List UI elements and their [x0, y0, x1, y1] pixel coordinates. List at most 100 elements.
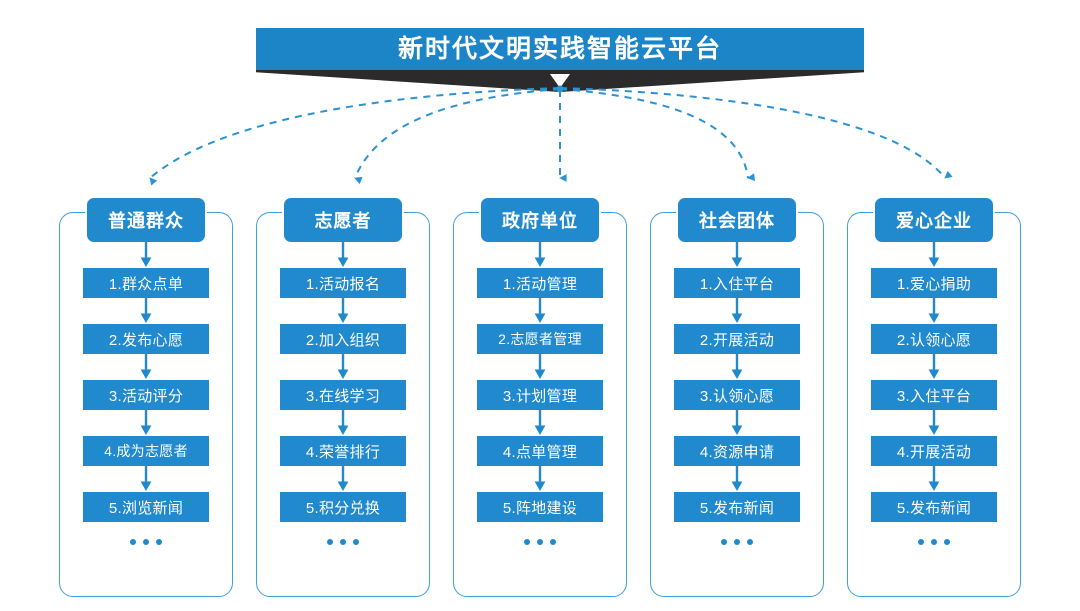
list-item[interactable]: 4.资源申请 [674, 436, 800, 466]
list-item[interactable]: 5.浏览新闻 [83, 492, 209, 522]
list-item[interactable]: 1.爱心捐助 [871, 268, 997, 298]
list-item[interactable]: 4.点单管理 [477, 436, 603, 466]
ellipsis-dot [130, 539, 136, 545]
column-header-volunteer[interactable]: 志愿者 [284, 198, 402, 242]
arrow-down-icon [336, 298, 350, 324]
list-item[interactable]: 3.在线学习 [280, 380, 406, 410]
ellipsis-dot [537, 539, 543, 545]
arrow-down-icon [336, 354, 350, 380]
arrow-down-icon [927, 298, 941, 324]
item-label: 2.志愿者管理 [498, 331, 582, 347]
arrow-down-icon [533, 466, 547, 492]
arrow-down-icon [139, 466, 153, 492]
list-item[interactable]: 1.群众点单 [83, 268, 209, 298]
list-item[interactable]: 4.荣誉排行 [280, 436, 406, 466]
list-item[interactable]: 5.发布新闻 [674, 492, 800, 522]
list-item[interactable]: 2.开展活动 [674, 324, 800, 354]
list-item[interactable]: 2.发布心愿 [83, 324, 209, 354]
ellipsis-dot [734, 539, 740, 545]
arrow-down-icon [139, 298, 153, 324]
column-ordinary-public: 普通群众 1.群众点单 2.发布心愿 3.活动评分 4.成为志愿者 5.浏览新闻 [59, 198, 233, 598]
arrow-down-icon [730, 354, 744, 380]
list-item[interactable]: 5.发布新闻 [871, 492, 997, 522]
list-item[interactable]: 2.志愿者管理 [477, 324, 603, 354]
arrow-down-icon [730, 298, 744, 324]
column-header-social-group[interactable]: 社会团体 [678, 198, 796, 242]
item-label: 3.认领心愿 [699, 387, 775, 405]
list-item[interactable]: 3.计划管理 [477, 380, 603, 410]
arrow-down-icon [730, 466, 744, 492]
arrow-down-icon [533, 298, 547, 324]
list-item[interactable]: 5.阵地建设 [477, 492, 603, 522]
list-item[interactable]: 2.认领心愿 [871, 324, 997, 354]
item-label: 4.点单管理 [502, 443, 578, 461]
arrow-down-icon [730, 410, 744, 436]
item-label: 3.活动评分 [108, 387, 184, 405]
ellipsis-dot [918, 539, 924, 545]
column-header-government-unit[interactable]: 政府单位 [481, 198, 599, 242]
more-items-ellipsis [918, 539, 950, 545]
column-header-charity-enterprise[interactable]: 爱心企业 [875, 198, 993, 242]
item-label: 3.入住平台 [896, 387, 972, 405]
arrow-down-icon [336, 466, 350, 492]
list-item[interactable]: 4.开展活动 [871, 436, 997, 466]
item-label: 2.发布心愿 [108, 331, 184, 349]
ellipsis-dot [931, 539, 937, 545]
item-label: 1.入住平台 [699, 275, 775, 293]
banner-bar: 新时代文明实践智能云平台 [256, 28, 864, 70]
arrow-down-icon [927, 354, 941, 380]
item-label: 4.开展活动 [896, 443, 972, 461]
ellipsis-dot [143, 539, 149, 545]
role-columns: 普通群众 1.群众点单 2.发布心愿 3.活动评分 4.成为志愿者 5.浏览新闻 [0, 198, 1080, 598]
item-label: 3.在线学习 [305, 387, 381, 405]
list-item[interactable]: 3.入住平台 [871, 380, 997, 410]
item-label: 1.活动报名 [305, 275, 381, 293]
column-volunteer: 志愿者 1.活动报名 2.加入组织 3.在线学习 4.荣誉排行 5.积分兑换 [256, 198, 430, 598]
column-header-label: 志愿者 [314, 211, 372, 231]
list-item[interactable]: 5.积分兑换 [280, 492, 406, 522]
arrow-down-icon [927, 242, 941, 268]
list-item[interactable]: 3.认领心愿 [674, 380, 800, 410]
more-items-ellipsis [524, 539, 556, 545]
ellipsis-dot [524, 539, 530, 545]
item-label: 1.爱心捐助 [896, 275, 972, 293]
arrow-down-icon [533, 242, 547, 268]
arrow-down-icon [139, 242, 153, 268]
list-item[interactable]: 2.加入组织 [280, 324, 406, 354]
item-label: 5.发布新闻 [699, 499, 775, 517]
list-item[interactable]: 1.活动报名 [280, 268, 406, 298]
arrow-down-icon [336, 242, 350, 268]
more-items-ellipsis [130, 539, 162, 545]
column-charity-enterprise: 爱心企业 1.爱心捐助 2.认领心愿 3.入住平台 4.开展活动 5.发布新闻 [847, 198, 1021, 598]
column-header-label: 爱心企业 [896, 211, 972, 231]
item-label: 5.浏览新闻 [108, 499, 184, 517]
item-label: 5.发布新闻 [896, 499, 972, 517]
item-label: 4.资源申请 [699, 443, 775, 461]
column-header-label: 社会团体 [699, 211, 775, 231]
ellipsis-dot [353, 539, 359, 545]
arrow-down-icon [139, 410, 153, 436]
ellipsis-dot [156, 539, 162, 545]
list-item[interactable]: 3.活动评分 [83, 380, 209, 410]
list-item[interactable]: 1.入住平台 [674, 268, 800, 298]
list-item[interactable]: 1.活动管理 [477, 268, 603, 298]
column-government-unit: 政府单位 1.活动管理 2.志愿者管理 3.计划管理 4.点单管理 5.阵地建设 [453, 198, 627, 598]
column-header-ordinary-public[interactable]: 普通群众 [87, 198, 205, 242]
arrow-down-icon [927, 410, 941, 436]
ellipsis-dot [721, 539, 727, 545]
list-item[interactable]: 4.成为志愿者 [83, 436, 209, 466]
arrow-down-icon [730, 242, 744, 268]
arrow-down-icon [533, 354, 547, 380]
ellipsis-dot [747, 539, 753, 545]
item-label: 4.荣誉排行 [305, 443, 381, 461]
platform-title-banner: 新时代文明实践智能云平台 [256, 28, 864, 92]
item-label: 4.成为志愿者 [104, 443, 188, 459]
item-label: 5.阵地建设 [502, 499, 578, 517]
page-title: 新时代文明实践智能云平台 [397, 34, 722, 63]
arrow-down-icon [533, 410, 547, 436]
more-items-ellipsis [721, 539, 753, 545]
ellipsis-dot [550, 539, 556, 545]
arrow-down-icon [927, 466, 941, 492]
ellipsis-dot [327, 539, 333, 545]
